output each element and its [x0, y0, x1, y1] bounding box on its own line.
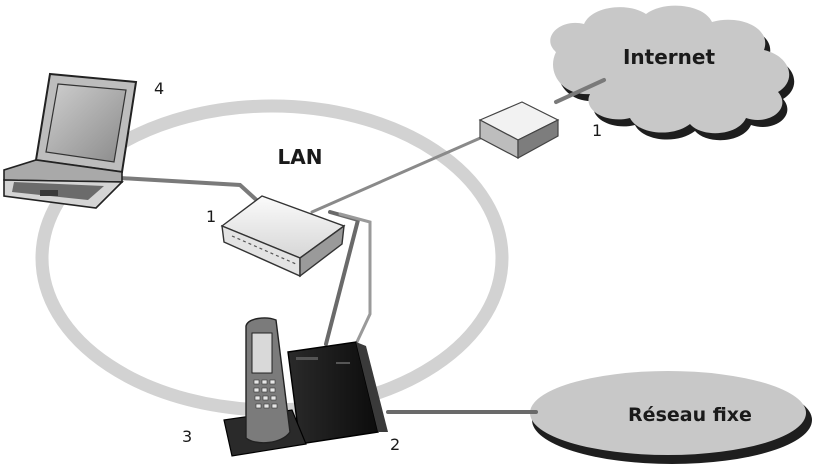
internet-label: Internet: [623, 45, 715, 69]
router-callout: 1: [206, 207, 216, 226]
handset: [223, 317, 307, 457]
modem: [478, 101, 560, 160]
base-station-callout: 2: [390, 435, 400, 454]
internet-cloud: [550, 5, 795, 141]
cables: [118, 78, 606, 414]
base-station: [287, 341, 388, 445]
handset-callout: 3: [182, 427, 192, 446]
laptop-callout: 4: [154, 79, 164, 98]
modem-callout: 1: [592, 121, 602, 140]
lan-label: LAN: [278, 145, 323, 169]
fixed-network-label: Réseau fixe: [628, 404, 752, 426]
router: [220, 195, 346, 278]
fixed-network-cloud: [530, 371, 812, 464]
laptop: [3, 72, 138, 209]
